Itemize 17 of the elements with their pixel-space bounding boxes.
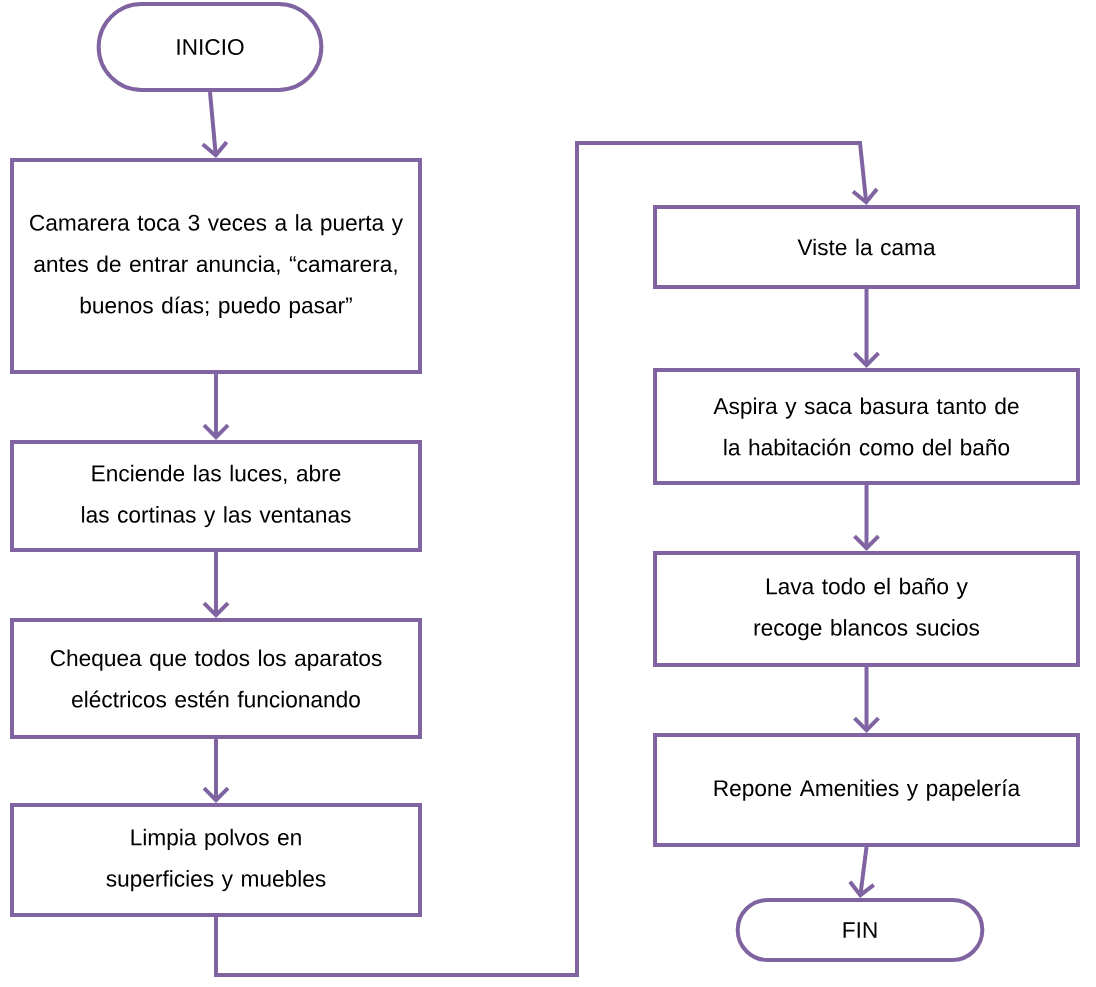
process-box: Lava todo el baño y recoge blancos sucios bbox=[653, 551, 1080, 667]
arrow bbox=[853, 667, 880, 733]
arrow bbox=[853, 289, 880, 368]
process-box: Limpia polvos en superficies y muebles bbox=[10, 803, 422, 917]
arrow bbox=[201, 91, 229, 158]
process-box: Camarera toca 3 veces a la puerta y antes de entrar anuncia, “camarera, buenos días; puedo pasar” bbox=[10, 158, 422, 374]
process-box: Repone Amenities y papelería bbox=[653, 733, 1080, 847]
arrow bbox=[202, 739, 230, 803]
process-box: Viste la cama bbox=[653, 205, 1080, 289]
arrow bbox=[853, 485, 880, 551]
process-box: Aspira y saca basura tanto de la habitación como del baño bbox=[653, 367, 1080, 486]
process-box: Chequea que todos los aparatos eléctricos estén funcionando bbox=[10, 617, 422, 740]
arrow bbox=[202, 552, 230, 618]
arrow bbox=[848, 846, 875, 898]
arrow bbox=[214, 141, 879, 977]
arrow bbox=[202, 374, 230, 440]
process-box: Enciende las luces, abre las cortinas y las ventanas bbox=[10, 440, 422, 552]
